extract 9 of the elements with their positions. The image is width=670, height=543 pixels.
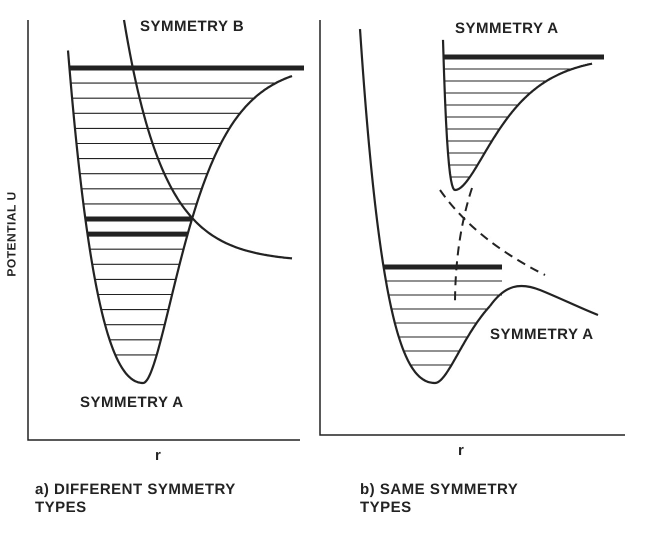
figure-caption: a) DIFFERENT SYMMETRY TYPES <box>35 481 237 517</box>
curve-label: SYMMETRY A <box>490 326 594 344</box>
axis-label: r <box>155 447 162 465</box>
figure-caption: b) SAME SYMMETRY TYPES <box>360 481 520 517</box>
axis-label: r <box>458 442 464 460</box>
axis-label: POTENTIAL U <box>4 191 20 277</box>
curve-label: SYMMETRY B <box>140 18 244 36</box>
curve-label: SYMMETRY A <box>80 394 184 412</box>
curve-label: SYMMETRY A <box>455 20 559 38</box>
